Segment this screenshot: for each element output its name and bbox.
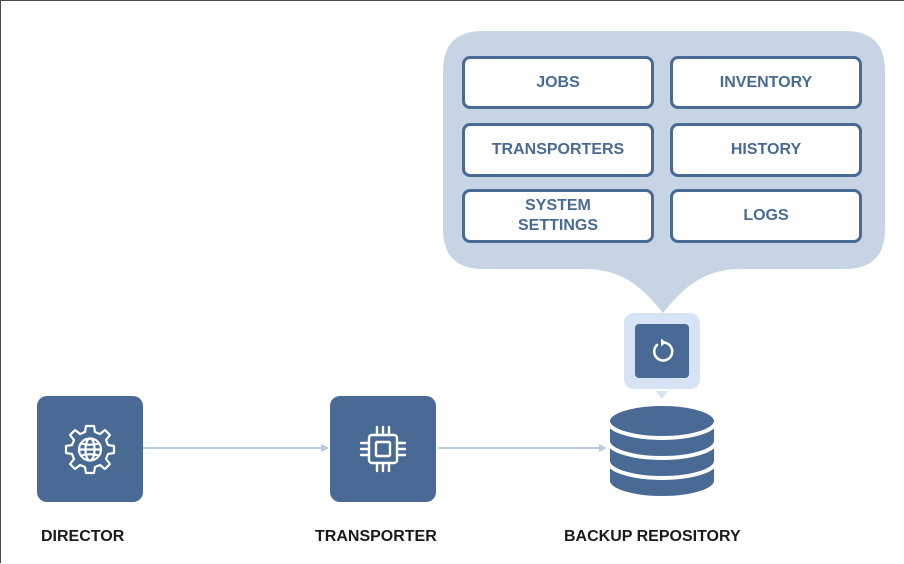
system-settings-label-line1: SYSTEM xyxy=(525,197,591,214)
director-node[interactable] xyxy=(37,396,143,502)
logs-label: LOGS xyxy=(743,207,789,224)
history-button[interactable]: HISTORY xyxy=(670,123,862,177)
history-label: HISTORY xyxy=(730,141,802,158)
restore-pointer xyxy=(656,391,668,399)
chip-icon xyxy=(359,425,407,473)
logs-button[interactable]: LOGS xyxy=(670,189,862,243)
inventory-label: INVENTORY xyxy=(719,73,813,91)
transporters-button[interactable]: TRANSPORTERS xyxy=(462,123,654,177)
jobs-button[interactable]: JOBS xyxy=(462,56,654,109)
restore-icon xyxy=(652,338,674,362)
connector-director-transporter xyxy=(143,444,329,452)
inventory-button[interactable]: INVENTORY xyxy=(670,56,862,109)
system-settings-label-line2: SETTINGS xyxy=(517,217,598,234)
jobs-label: JOBS xyxy=(536,73,580,91)
database-icon xyxy=(606,402,718,500)
director-label: DIRECTOR xyxy=(41,528,125,545)
transporter-label: TRANSPORTER xyxy=(315,528,437,545)
transporter-node[interactable] xyxy=(330,396,436,502)
restore-button[interactable] xyxy=(635,324,689,378)
repository-label: BACKUP REPOSITORY xyxy=(564,528,741,545)
transporters-label: TRANSPORTERS xyxy=(491,141,625,158)
connector-transporter-repository xyxy=(438,444,607,452)
gear-globe-icon xyxy=(64,424,116,475)
system-settings-button[interactable]: SYSTEM SETTINGS xyxy=(462,189,654,243)
